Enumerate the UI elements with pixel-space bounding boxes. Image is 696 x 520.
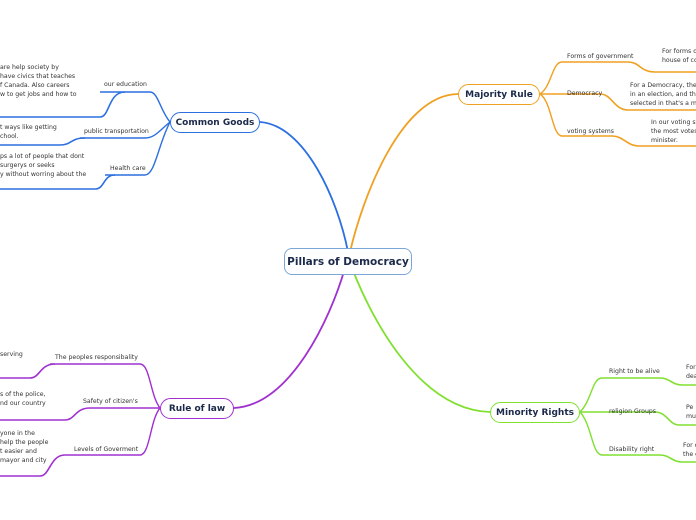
detail-democracy: For a Democracy, the pe in an election, … — [630, 82, 696, 107]
subtopic-peoples-responsibility[interactable]: The peoples responsibality — [55, 354, 138, 361]
rule-of-law-connectors — [0, 267, 346, 477]
branch-majority-rule[interactable]: Majority Rule — [458, 84, 540, 105]
common-goods-connectors — [0, 91, 349, 253]
subtopic-our-education[interactable]: our education — [104, 81, 147, 88]
subtopic-safety-of-citizens[interactable]: Safety of citizen's — [83, 398, 138, 405]
detail-levels-of-government: yone in the help the people t easier and… — [0, 430, 49, 464]
detail-voting-systems: In our voting sys the most votes w minis… — [651, 119, 696, 144]
subtopic-disability-right[interactable]: Disability right — [609, 446, 655, 453]
detail-religion-groups: Pe mu — [686, 404, 696, 420]
minority-rights-connectors — [351, 267, 696, 463]
branch-rule-of-law[interactable]: Rule of law — [160, 398, 234, 419]
majority-rule-connectors — [349, 61, 696, 253]
subtopic-levels-of-government[interactable]: Levels of Goverment — [74, 446, 139, 453]
subtopic-voting-systems[interactable]: voting systems — [567, 128, 615, 135]
subtopic-public-transportation[interactable]: public transportation — [84, 128, 149, 135]
central-topic[interactable]: Pillars of Democracy — [284, 248, 412, 275]
subtopic-democracy[interactable]: Democracy — [567, 90, 603, 97]
detail-our-education: are help society by have civics that tea… — [0, 64, 77, 98]
subtopic-religion-groups[interactable]: religion Groups — [609, 408, 657, 415]
detail-disability-right: For c the g — [683, 442, 696, 458]
detail-peoples-responsibility: serving — [0, 351, 23, 358]
branch-minority-rights[interactable]: Minority Rights — [490, 402, 580, 423]
detail-public-transportation: t ways like getting chool. — [0, 124, 57, 140]
detail-health-care: ps a lot of people that dont surgerys or… — [0, 153, 87, 178]
subtopic-health-care[interactable]: Health care — [110, 165, 146, 172]
detail-right-to-be-alive: For dea — [686, 364, 696, 380]
subtopic-right-to-be-alive[interactable]: Right to be alive — [609, 368, 660, 375]
subtopic-forms-of-government[interactable]: Forms of government — [567, 53, 634, 60]
detail-safety-of-citizens: s of the police, nd our country — [0, 391, 46, 407]
branch-common-goods[interactable]: Common Goods — [170, 112, 260, 133]
detail-forms-of-government: For forms o house of com — [662, 48, 696, 64]
